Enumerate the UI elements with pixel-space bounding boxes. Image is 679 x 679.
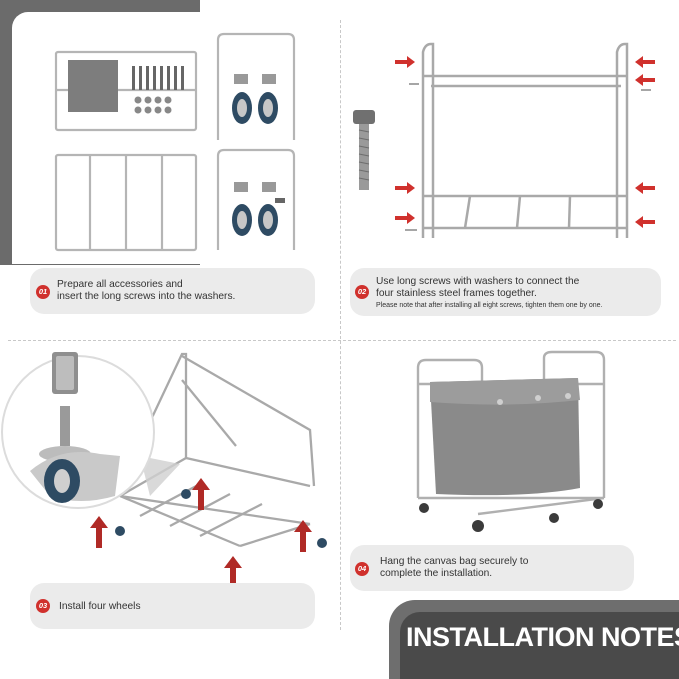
step-number-04: 04	[355, 562, 369, 576]
accessories-illustration	[54, 32, 296, 252]
step-text-04: Hang the canvas bag securely to complete…	[380, 556, 528, 580]
step-02-line1: Use long screws with washers to connect …	[376, 276, 580, 287]
step-text-02: Use long screws with washers to connect …	[376, 276, 602, 312]
step-number-03: 03	[36, 599, 50, 613]
step-card-01: 01 Prepare all accessories and insert th…	[30, 268, 315, 314]
step-number-02: 02	[355, 285, 369, 299]
canvas-bag	[430, 378, 580, 496]
step-card-03: 03 Install four wheels	[30, 583, 315, 629]
step-01-line2: insert the long screws into the washers.	[57, 291, 236, 302]
wheel-installation-illustration	[1, 352, 327, 596]
step-02-note: Please note that after installing all ei…	[376, 302, 603, 309]
zoom-detail	[1, 352, 180, 509]
step-02-line2: four stainless steel frames together.	[376, 288, 537, 299]
completed-cart-illustration	[416, 350, 606, 532]
frame-assembly-illustration	[353, 42, 655, 238]
wheels-with-brake	[232, 182, 285, 236]
corner-frame-inner	[12, 12, 342, 264]
divider-horizontal	[8, 340, 676, 341]
wheels-without-brake	[232, 74, 278, 124]
step-04-line1: Hang the canvas bag securely to	[380, 556, 529, 567]
direction-arrows	[395, 56, 655, 228]
step-card-02: 02 Use long screws with washers to conne…	[350, 268, 661, 316]
step-01-line1: Prepare all accessories and	[57, 279, 183, 290]
divider-vertical	[340, 20, 341, 630]
step-text-01: Prepare all accessories and insert the l…	[57, 279, 235, 303]
step-03-line1: Install four wheels	[59, 601, 141, 612]
step-number-01: 01	[36, 285, 50, 299]
step-04-line2: complete the installation.	[380, 568, 493, 579]
folded-bag	[68, 60, 118, 112]
footer-title: INSTALLATION NOTES	[406, 622, 679, 652]
step-text-03: Install four wheels	[59, 601, 141, 613]
footer-banner	[400, 612, 679, 679]
step-card-04: 04 Hang the canvas bag securely to compl…	[350, 545, 634, 591]
long-screw	[353, 110, 375, 190]
